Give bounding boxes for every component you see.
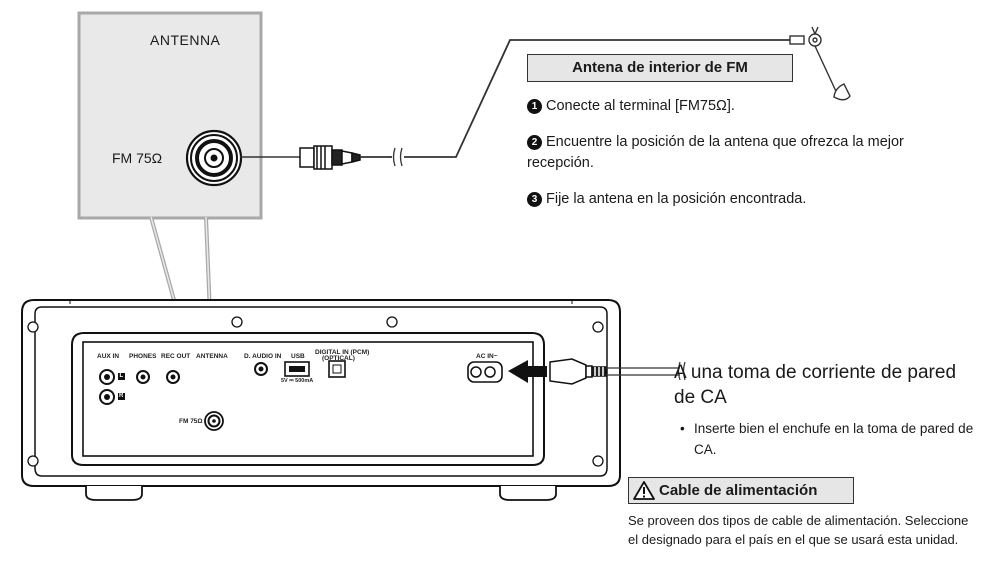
right-channel-mark: R	[119, 393, 124, 399]
step-1: 1 Conecte al terminal [FM75Ω].	[527, 96, 947, 117]
warning-icon	[633, 481, 655, 500]
optical-label: (OPTICAL)	[322, 355, 355, 362]
usb-rating-label: 5V ⎓ 500mA	[281, 378, 314, 384]
fm-terminal-label: FM 75Ω	[112, 150, 163, 166]
insert-arrow	[508, 360, 547, 383]
step-number: 2	[527, 135, 542, 150]
fm-small-label: FM 75Ω	[179, 418, 203, 425]
digital-in-label: DIGITAL IN (PCM)	[315, 349, 370, 356]
main-unit	[21, 299, 621, 501]
step-number: 3	[527, 192, 542, 207]
phones-label: PHONES	[129, 353, 157, 360]
left-channel-mark: L	[119, 373, 124, 379]
d-audio-in-label: D. AUDIO IN	[244, 353, 282, 360]
usb-label: USB	[291, 353, 305, 360]
step-3: 3 Fije la antena en la posición encontrad…	[527, 189, 947, 210]
power-plug	[549, 358, 607, 385]
antenna-wire	[360, 39, 790, 158]
ac-bullet-text: Inserte bien el enchufe en la toma de pa…	[694, 421, 974, 457]
antenna-plug	[299, 145, 361, 170]
fm-antenna-title: Antena de interior de FM	[527, 54, 793, 82]
aux-in-label: AUX IN	[97, 353, 120, 360]
antenna-panel-label: ANTENNA	[196, 353, 228, 360]
power-cord-warning: Cable de alimentación	[628, 477, 854, 504]
warning-title: Cable de alimentación	[659, 482, 818, 499]
power-cord	[606, 367, 680, 376]
ac-in-label: AC IN~	[476, 353, 498, 360]
antenna-zoom-box	[77, 11, 263, 220]
ac-outlet-label: A una toma de corriente de pared de CA	[674, 362, 957, 408]
antenna-label: ANTENNA	[150, 32, 221, 48]
power-cord-note: Se proveen dos tipos de cable de aliment…	[628, 513, 969, 547]
step-text: Fije la antena en la posición encontrada…	[546, 191, 807, 207]
step-text: Encuentre la posición de la antena que o…	[527, 134, 904, 171]
step-text: Conecte al terminal [FM75Ω].	[546, 98, 735, 114]
fm-terminal-large	[185, 129, 243, 187]
step-number: 1	[527, 99, 542, 114]
rec-out-label: REC OUT	[161, 353, 191, 360]
bullet-dot: •	[680, 421, 685, 436]
antenna-end	[789, 26, 851, 101]
